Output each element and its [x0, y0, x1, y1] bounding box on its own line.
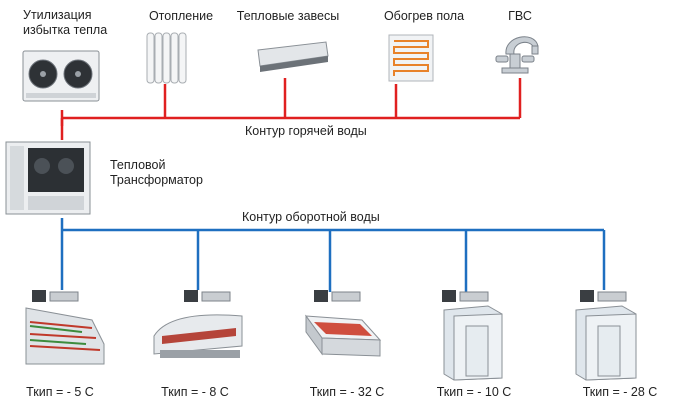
radiator-icon: [146, 32, 187, 84]
label-temp-3: Ткип = - 32 С: [309, 385, 385, 399]
display-case-icon: [25, 307, 105, 365]
island-freezer-icon: [304, 314, 382, 357]
compressor-unit-icon: [184, 290, 231, 302]
compressor-unit-icon: [314, 290, 361, 302]
label-air-curtains: Тепловые завесы: [236, 9, 340, 23]
hot-water-circuit: [60, 78, 522, 140]
serve-counter-icon: [153, 314, 243, 358]
compressor-unit-icon: [442, 290, 489, 302]
compressor-unit-icon: [580, 290, 627, 302]
label-temp-1: Ткип = - 5 С: [26, 385, 94, 399]
label-temp-4: Ткип = - 10 С: [436, 385, 512, 399]
label-hot-circuit: Контур горячей воды: [245, 124, 367, 138]
label-transformer: Тепловой Трансформатор: [110, 158, 203, 187]
compressor-unit-icon: [32, 290, 79, 302]
faucet-icon: [495, 36, 539, 74]
return-water-circuit: [60, 218, 606, 292]
label-heating: Отопление: [148, 9, 214, 23]
condenser-icon: [22, 50, 100, 102]
label-floor-heating: Обогрев пола: [383, 9, 465, 23]
label-return-circuit: Контур оборотной воды: [242, 210, 380, 224]
air-curtain-icon: [257, 41, 329, 72]
heat-transformer-icon: [5, 141, 91, 215]
cold-room-icon: [443, 305, 503, 381]
floor-heating-icon: [388, 34, 434, 82]
label-temp-5: Ткип = - 28 С: [582, 385, 658, 399]
label-dhw: ГВС: [508, 9, 532, 23]
cold-room-icon: [575, 305, 637, 381]
label-heat-recovery: Утилизация избытка тепла: [23, 8, 108, 37]
label-temp-2: Ткип = - 8 С: [161, 385, 229, 399]
